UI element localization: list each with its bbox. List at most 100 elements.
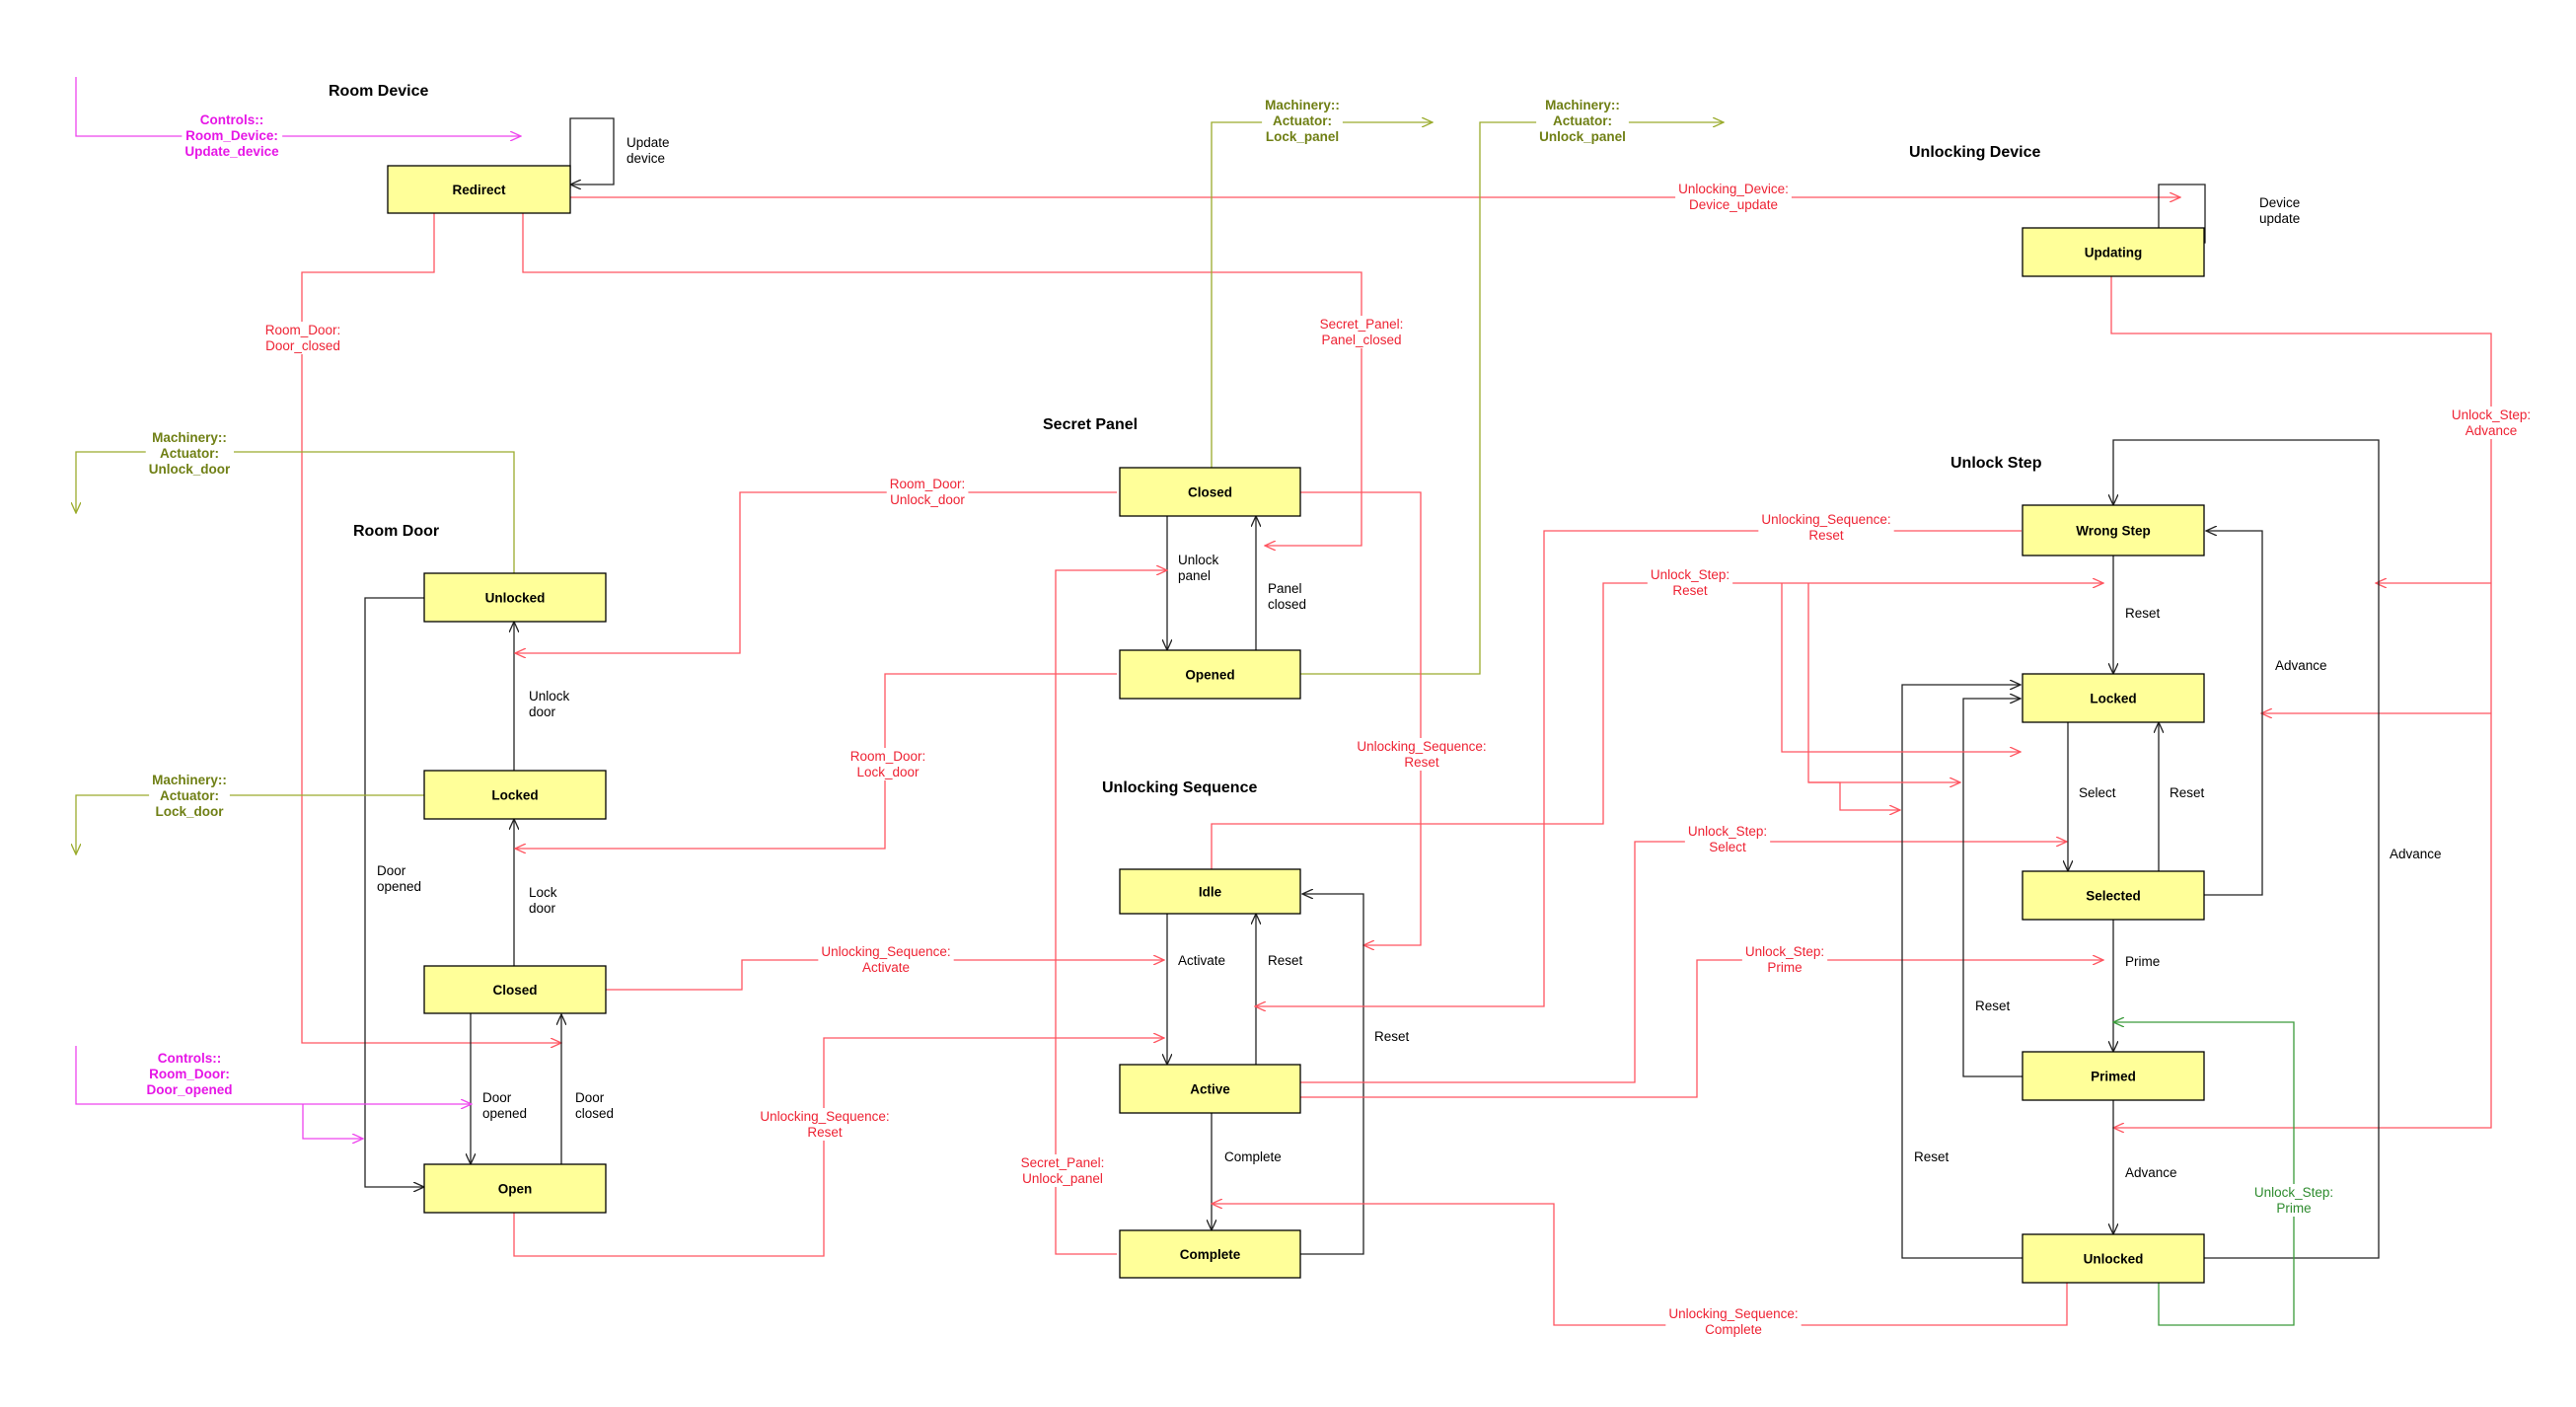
label-background: [1536, 97, 1629, 145]
label-line: opened: [482, 1106, 527, 1121]
label-background: [818, 943, 954, 976]
state-label: Wrong Step: [2076, 524, 2151, 539]
label-line: panel: [1178, 568, 1211, 583]
label-complete-tr: Complete: [1224, 1149, 1282, 1164]
group-title-room-door: Room Door: [353, 523, 439, 540]
state-open-door: Open: [423, 1163, 607, 1214]
label-line: Machinery::: [152, 430, 227, 445]
label-machinery-lock-door: Machinery::Actuator:Lock_door: [152, 773, 227, 819]
label-controls-room-device: Controls::Room_Device:Update_device: [184, 112, 279, 159]
label-machinery-unlock-door: Machinery::Actuator:Unlock_door: [149, 430, 231, 477]
state-label: Locked: [2090, 692, 2136, 706]
label-line: Reset: [1914, 1149, 1950, 1164]
label-line: Room_Door:: [149, 1067, 230, 1081]
state-label: Complete: [1180, 1247, 1241, 1262]
label-background: [2448, 407, 2535, 439]
label-line: Unlock_panel: [1022, 1171, 1103, 1186]
wire-selected-wrong: [2204, 531, 2263, 896]
state-label: Idle: [1199, 885, 1222, 900]
label-line: Room_Door:: [265, 323, 341, 337]
label-line: Door_opened: [146, 1082, 232, 1097]
label-line: Unlocking_Sequence:: [1761, 512, 1890, 527]
state-box: [1119, 1229, 1301, 1279]
state-box: [1119, 649, 1301, 700]
label-line: Machinery::: [152, 773, 227, 787]
label-reset-primed: Reset: [1975, 999, 2011, 1013]
label-line: Actuator:: [1553, 113, 1612, 128]
wire-complete-unlock-panel: [1055, 570, 1167, 1255]
label-ustep-reset: Unlock_Step:Reset: [1651, 567, 1730, 598]
wire-active-ustep-select: [1300, 842, 2067, 1083]
label-background: [1758, 511, 1894, 544]
state-label: Redirect: [452, 183, 506, 197]
label-background: [1665, 1305, 1802, 1338]
label-line: device: [626, 151, 665, 166]
wire-idle-ustep-reset: [1211, 583, 2103, 869]
label-reset-wrong: Reset: [2125, 606, 2161, 621]
label-line: Secret_Panel:: [1320, 317, 1404, 332]
state-box: [387, 165, 571, 214]
wire-opened-panel-lock-door: [515, 673, 1117, 849]
state-locked-door: Locked: [423, 770, 607, 820]
label-line: Advance: [2125, 1165, 2177, 1180]
label-line: Advance: [2390, 847, 2442, 861]
label-line: Complete: [1224, 1149, 1282, 1164]
label-line: Reset: [2170, 785, 2205, 800]
label-line: Unlock_Step:: [1688, 824, 1767, 839]
label-line: Door: [575, 1090, 605, 1105]
label-useq-reset-right: Unlocking_Sequence:Reset: [1761, 512, 1890, 543]
label-line: closed: [1268, 597, 1306, 612]
label-line: closed: [575, 1106, 614, 1121]
label-activate: Activate: [1178, 953, 1225, 968]
label-background: [846, 748, 929, 780]
label-line: Prime: [1767, 960, 1802, 975]
state-label: Active: [1190, 1082, 1230, 1097]
state-label: Unlocked: [485, 591, 546, 606]
state-complete: Complete: [1119, 1229, 1301, 1279]
label-line: Room_Device:: [185, 128, 278, 143]
wire-door-opened-open: [302, 1104, 363, 1139]
wire-active-ustep-prime: [1300, 960, 2103, 1098]
label-line: Reset: [1404, 755, 1439, 770]
state-box: [423, 770, 607, 820]
wire-closed-panel-useq-reset: [1300, 491, 1422, 945]
label-reset-complete: Reset: [1374, 1029, 1410, 1044]
label-background: [1316, 316, 1407, 348]
wire-redirect-self: [570, 117, 615, 188]
label-line: Prime: [2125, 954, 2160, 969]
label-line: Door: [377, 863, 406, 878]
label-secret-panel-panel-closed: Secret_Panel:Panel_closed: [1320, 317, 1404, 347]
state-updating: Updating: [2022, 227, 2205, 277]
state-active: Active: [1119, 1064, 1301, 1114]
label-line: Reset: [1975, 999, 2011, 1013]
state-primed: Primed: [2022, 1051, 2205, 1101]
group-title-room-device: Room Device: [329, 83, 428, 100]
wire-ustep-reset-fan3: [1808, 781, 1900, 810]
label-background: [1675, 181, 1792, 213]
group-title-unlock-step: Unlock Step: [1950, 455, 2042, 472]
label-select: Select: [2079, 785, 2116, 800]
state-box: [2022, 870, 2205, 921]
wire-unlocked-wrong: [2113, 439, 2380, 1259]
wire-redirect-door-closed: [301, 213, 561, 1043]
wire-locked-machinery: [76, 794, 424, 854]
state-box: [1119, 1064, 1301, 1114]
label-reset-selected: Reset: [2170, 785, 2205, 800]
state-locked-step: Locked: [2022, 673, 2205, 723]
label-advance-wrong: Advance: [2275, 658, 2327, 673]
label-line: Advance: [2466, 423, 2518, 438]
state-closed-panel: Closed: [1119, 467, 1301, 517]
state-selected: Selected: [2022, 870, 2205, 921]
label-line: Reset: [1374, 1029, 1410, 1044]
label-useq-complete: Unlocking_Sequence:Complete: [1668, 1306, 1798, 1337]
label-background: [145, 429, 234, 478]
state-opened-panel: Opened: [1119, 649, 1301, 700]
label-background: [1741, 943, 1828, 976]
label-room-door-unlock-door: Room_Door:Unlock_door: [890, 477, 966, 507]
group-title-unlocking-device: Unlocking Device: [1909, 144, 2040, 161]
label-line: Controls::: [200, 112, 264, 127]
